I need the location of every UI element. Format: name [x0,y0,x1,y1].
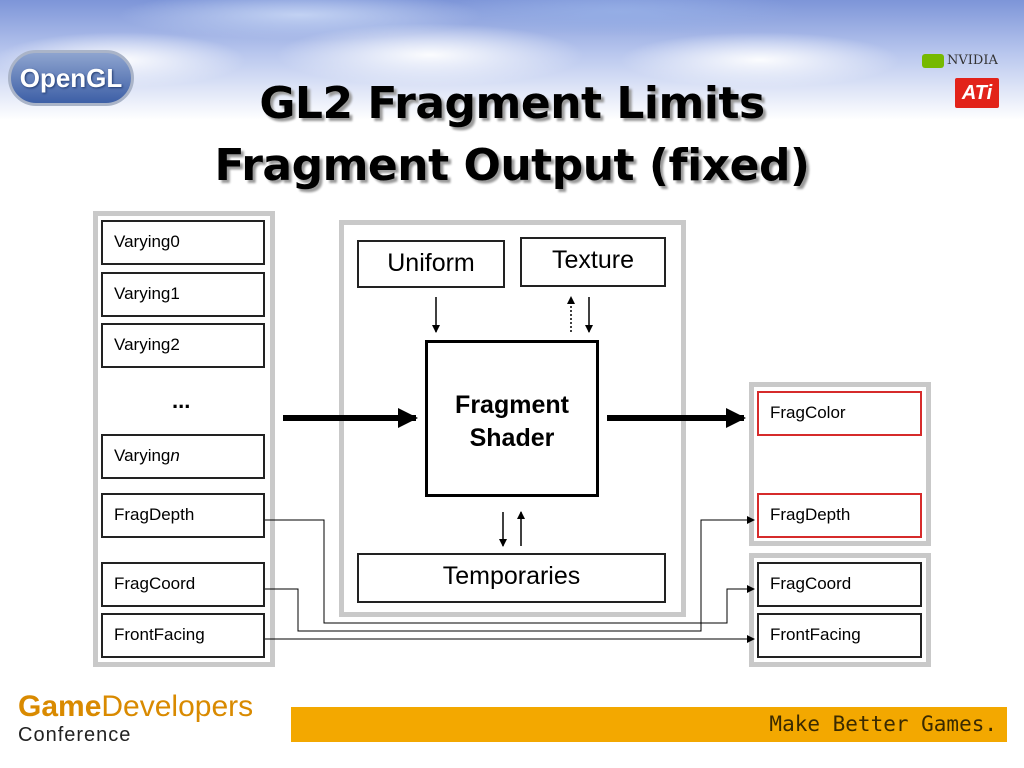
fragdepth-to-fragcoord-line [265,519,755,624]
opengl-logo: OpenGL [8,50,134,106]
shader-label-line2: Shader [469,424,555,452]
uniform-box: Uniform [357,240,505,288]
ellipsis: ... [172,388,191,413]
tagline-bar: Make Better Games. [291,707,1007,742]
input-frontfacing-box: FrontFacing [101,613,265,658]
nvidia-logo: NVIDIA [922,53,998,68]
varying-n-box: Varyingn [101,434,265,479]
fragcoord-to-fragdepth-line [265,516,755,632]
fragment-shader-box: Fragment Shader [425,340,599,497]
varying0-box: Varying0 [101,220,265,265]
output-fragcolor-box: FragColor [757,391,922,436]
output-fragcoord-box: FragCoord [757,562,922,607]
input-fragdepth-box: FragDepth [101,493,265,538]
texture-box: Texture [520,237,666,287]
varying2-box: Varying2 [101,323,265,368]
shader-label-line1: Fragment [455,391,569,419]
ati-logo: ATi [955,78,999,108]
output-frontfacing-box: FrontFacing [757,613,922,658]
cloud-background [0,0,1024,120]
output-fragdepth-box: FragDepth [757,493,922,538]
nvidia-eye-icon [922,53,944,68]
slide-title-line1: GL2 Fragment Limits [259,78,765,129]
input-fragcoord-box: FragCoord [101,562,265,607]
gdc-conference-label: Conference [18,724,132,746]
varying1-box: Varying1 [101,272,265,317]
slide-title-line2: Fragment Output (fixed) [214,140,810,191]
gdc-logo: GameDevelopers [18,690,254,723]
temporaries-box: Temporaries [357,553,666,603]
tagline-text: Make Better Games. [769,712,997,736]
